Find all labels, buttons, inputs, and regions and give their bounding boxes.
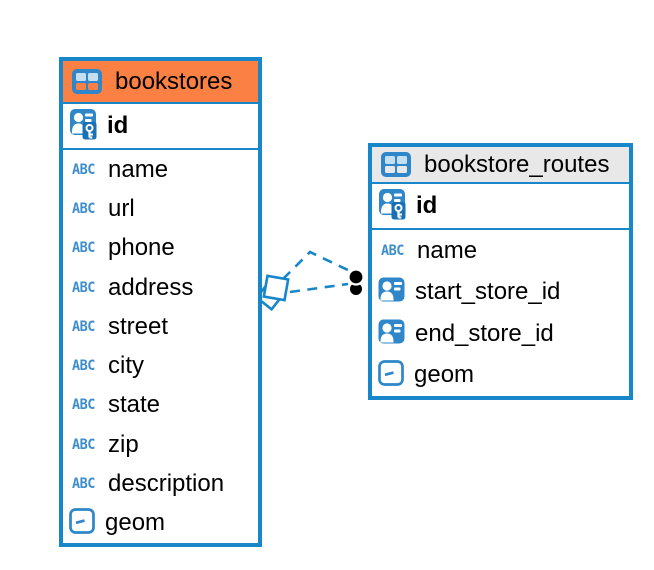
primary-key-name: id [416, 192, 438, 219]
relationship-dot-endpoint [347, 268, 365, 286]
primary-key-name: id [107, 112, 129, 139]
column-name: name [417, 236, 478, 264]
text-type-icon: ABC [381, 242, 404, 260]
text-type-icon: ABC [72, 475, 95, 493]
column-name: zip [108, 430, 139, 458]
column-name: geom [105, 509, 166, 537]
column-name: description [108, 470, 225, 498]
column-row[interactable]: ABC zip [63, 425, 258, 464]
column-name: street [108, 312, 169, 340]
column-row[interactable]: ABC state [63, 386, 258, 425]
column-row[interactable]: ABC street [63, 307, 258, 346]
column-name: phone [108, 234, 175, 262]
relationship-edge[interactable] [289, 282, 349, 294]
entity-table-bookstore_routes[interactable]: bookstore_routes id ABC name [368, 143, 633, 400]
column-name: address [108, 273, 194, 301]
relationship-diamond-endpoint [262, 274, 290, 302]
column-row[interactable]: geom [372, 355, 629, 397]
text-type-icon: ABC [72, 318, 95, 336]
column-row[interactable]: ABC name [63, 150, 258, 189]
primary-key-icon [378, 188, 406, 225]
primary-key-icon [69, 108, 97, 145]
column-name: url [108, 194, 135, 222]
foreign-key-icon [378, 277, 405, 307]
text-type-icon: ABC [72, 357, 95, 375]
column-name: start_store_id [415, 278, 561, 306]
table-icon [72, 69, 102, 94]
relationship-edge[interactable] [282, 250, 351, 280]
column-name: city [108, 352, 144, 380]
column-row[interactable]: ABC address [63, 268, 258, 307]
column-list: ABC name start_store_id end_store_id [372, 230, 629, 396]
column-name: end_store_id [415, 319, 554, 347]
table-icon [381, 152, 411, 177]
text-type-icon: ABC [72, 161, 95, 179]
text-type-icon: ABC [72, 200, 95, 218]
column-row[interactable]: ABC city [63, 346, 258, 385]
text-type-icon: ABC [72, 436, 95, 454]
table-name: bookstore_routes [424, 150, 610, 178]
primary-key-row[interactable]: id [372, 184, 629, 230]
column-name: state [108, 391, 161, 419]
column-row[interactable]: start_store_id [372, 272, 629, 314]
column-name: geom [414, 361, 475, 389]
table-header[interactable]: bookstores [63, 61, 258, 104]
column-row[interactable]: ABC url [63, 189, 258, 228]
text-type-icon: ABC [72, 279, 95, 296]
text-type-icon: ABC [72, 239, 95, 257]
column-row[interactable]: end_store_id [372, 313, 629, 355]
text-type-icon: ABC [72, 397, 95, 414]
foreign-key-icon [378, 319, 405, 349]
geometry-type-icon [69, 507, 95, 539]
table-name: bookstores [115, 67, 233, 95]
primary-key-row[interactable]: id [63, 104, 258, 150]
column-name: name [108, 155, 169, 183]
geometry-type-icon [378, 359, 404, 391]
table-header[interactable]: bookstore_routes [372, 147, 629, 184]
column-row[interactable]: ABC phone [63, 229, 258, 268]
column-row[interactable]: geom [63, 504, 258, 543]
column-row[interactable]: ABC description [63, 464, 258, 503]
column-row[interactable]: ABC name [372, 230, 629, 272]
